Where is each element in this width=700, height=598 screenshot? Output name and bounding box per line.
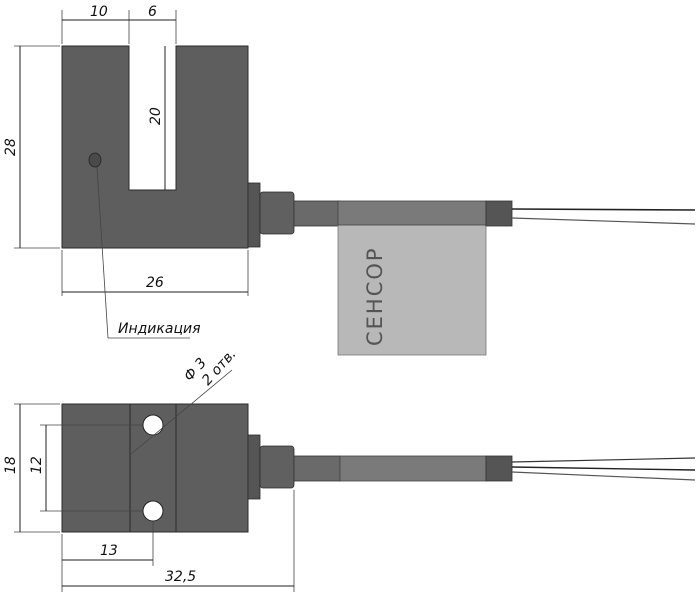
bottom-view [61,403,696,533]
top-view-dimensions: 10 6 20 28 26 Индикация [3,4,249,339]
dim-12: 12 [29,456,45,474]
indication-label: Индикация [118,321,201,337]
wire [511,471,696,481]
mounting-hole [142,500,164,522]
dim-20: 20 [148,107,164,125]
dim-10: 10 [90,4,108,20]
cable-sleeve [339,455,487,482]
dim-18: 18 [3,456,19,474]
wire [511,466,696,471]
cable-end [485,455,513,482]
connector-collar [247,434,261,500]
cable-gland [259,191,295,235]
connector-collar [247,182,261,248]
wire [511,208,696,211]
u-sensor-body [61,45,249,249]
mounting-hole [142,414,164,436]
cable-jacket [293,455,341,482]
top-view: СЕНСОР [61,45,696,356]
label-tag [337,222,487,356]
indicator-led [88,152,102,168]
dim-32-5: 32,5 [165,569,196,585]
cable-end [485,200,513,227]
dim-28: 28 [3,138,19,156]
brand-text: СЕНСОР [363,246,387,346]
cable-gland [259,445,295,489]
tag-sleeve [337,200,487,226]
wire [511,217,696,225]
wire [511,457,696,463]
dim-6: 6 [148,4,157,20]
dim-26: 26 [146,275,164,291]
cable-jacket [293,200,341,227]
dim-13: 13 [100,543,118,559]
